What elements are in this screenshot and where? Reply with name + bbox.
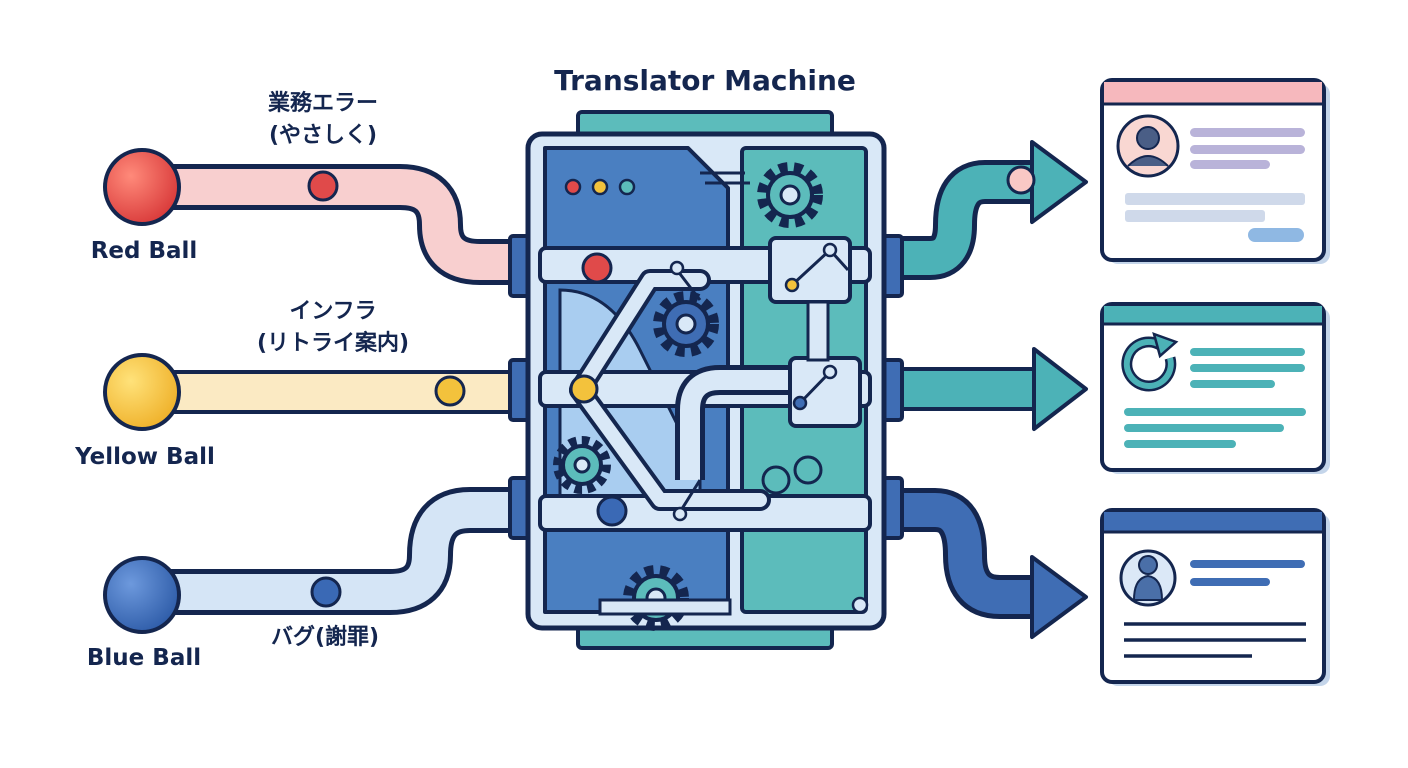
gear-icon bbox=[553, 436, 611, 494]
retry-guidance-card bbox=[1100, 302, 1330, 474]
red-tag-line1: 業務エラー bbox=[267, 91, 378, 116]
yellow-tag-line1: インフラ bbox=[289, 299, 377, 324]
red-pipe-marker bbox=[307, 170, 339, 202]
output-arrow-teal-top bbox=[888, 140, 1088, 280]
bowing-person-icon bbox=[1119, 549, 1177, 607]
gear-icon bbox=[653, 291, 719, 357]
blue-ball bbox=[103, 556, 181, 634]
gear-icon bbox=[623, 565, 689, 631]
translator-machine bbox=[508, 110, 904, 650]
blue-pipe-marker bbox=[310, 576, 342, 608]
yellow-ball-label: Yellow Ball bbox=[75, 444, 215, 470]
input-pipe-yellow bbox=[168, 370, 522, 414]
red-ball-label: Red Ball bbox=[90, 238, 198, 264]
machine-title: Translator Machine bbox=[554, 64, 856, 97]
yellow-pipe-marker bbox=[434, 375, 466, 407]
blue-ball-label: Blue Ball bbox=[86, 645, 202, 671]
user-avatar-icon bbox=[1116, 114, 1180, 178]
yellow-tag-label: インフラ (リトライ案内) bbox=[228, 296, 438, 360]
yellow-ball bbox=[103, 353, 181, 431]
friendly-message-card bbox=[1100, 78, 1330, 264]
output-arrow-blue-bottom bbox=[888, 488, 1088, 639]
apology-card bbox=[1100, 508, 1330, 686]
yellow-tag-line2: (リトライ案内) bbox=[256, 331, 410, 356]
input-pipe-red bbox=[170, 164, 525, 285]
refresh-icon bbox=[1121, 332, 1179, 392]
red-tag-line2: (やさしく) bbox=[268, 123, 378, 148]
red-tag-label: 業務エラー (やさしく) bbox=[238, 88, 408, 152]
output-arrow-teal-middle bbox=[886, 347, 1088, 431]
blue-tag-line1: バグ(謝罪) bbox=[270, 625, 380, 650]
input-pipe-blue bbox=[170, 487, 525, 615]
gear-icon bbox=[757, 162, 823, 228]
blue-tag-label: バグ(謝罪) bbox=[245, 622, 405, 654]
red-ball bbox=[103, 148, 181, 226]
